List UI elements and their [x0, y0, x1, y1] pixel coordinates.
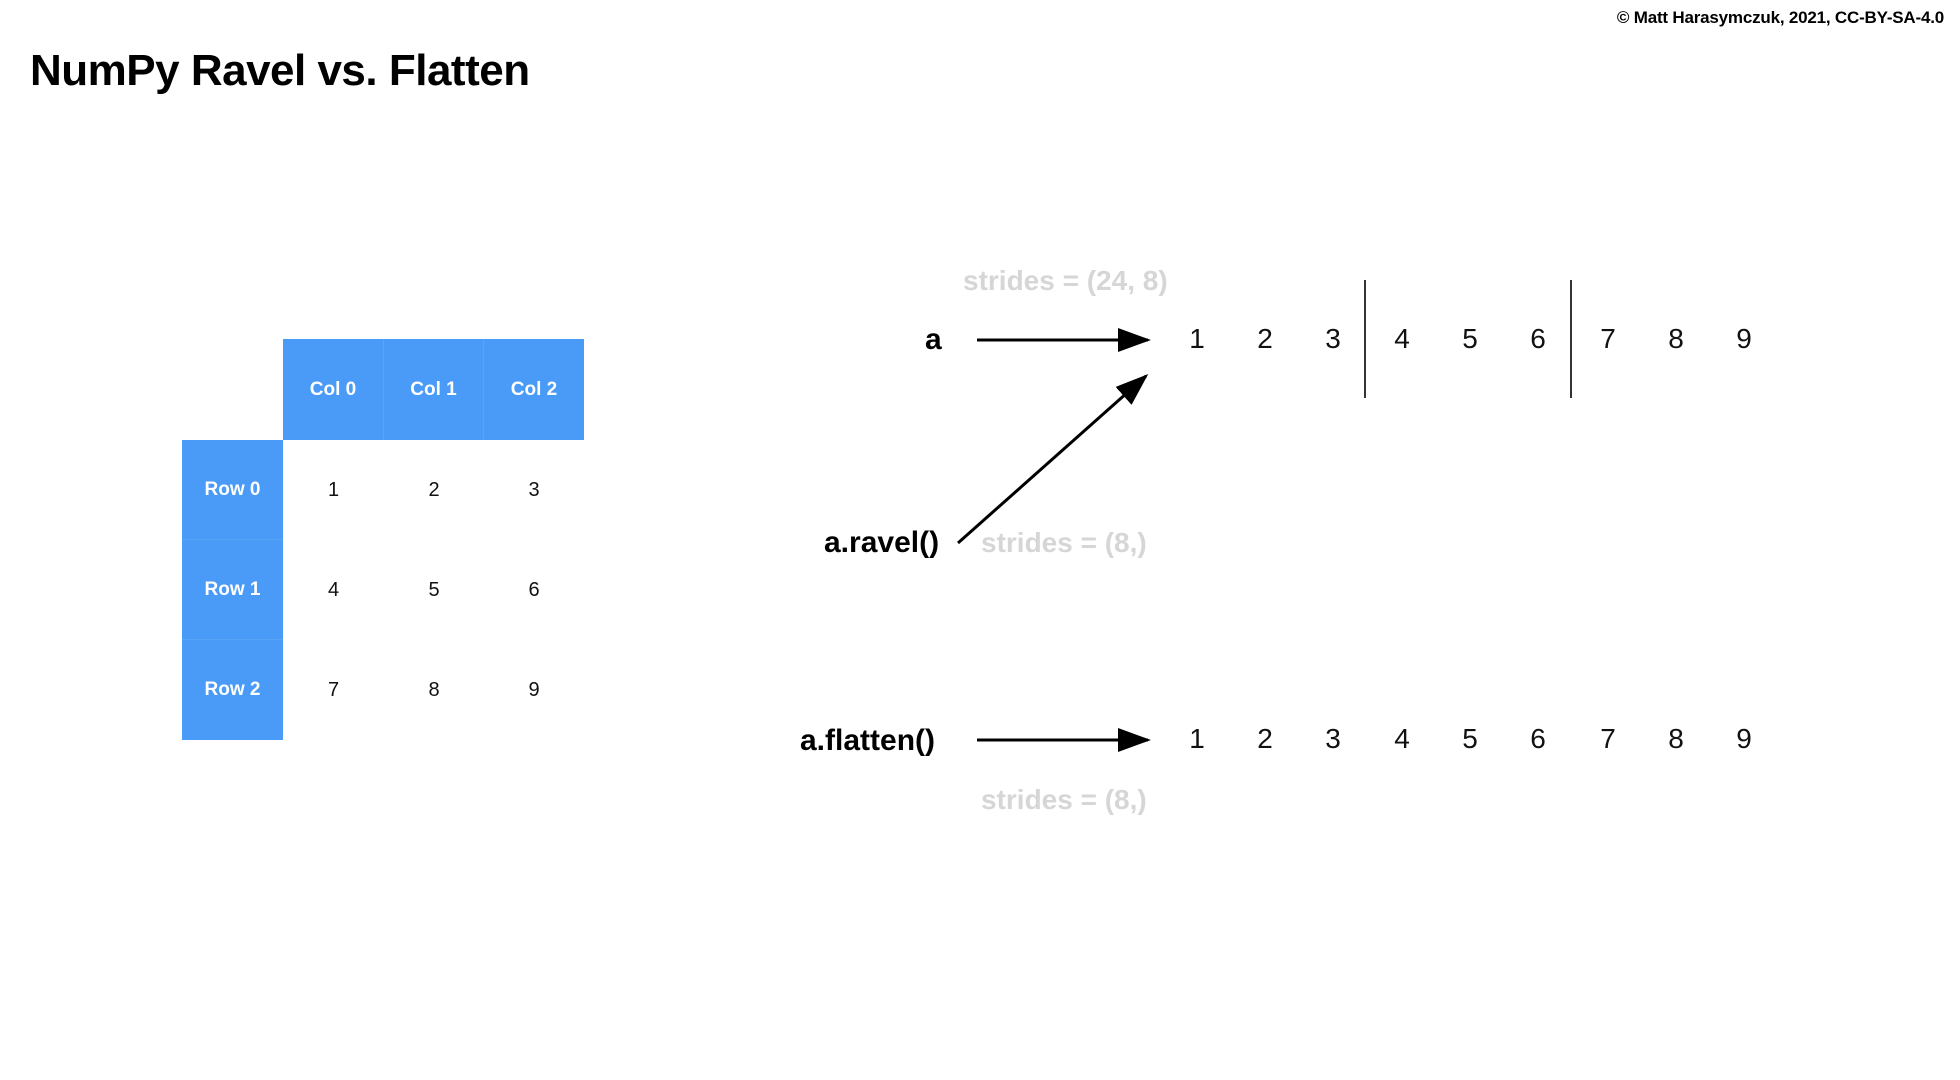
buffer-a-value-1: 2 — [1257, 323, 1273, 354]
arrow-ravel-to-buffer — [957, 374, 1149, 545]
buffer-a-value-7: 8 — [1668, 323, 1684, 354]
table-cell-r1c2: 6 — [484, 540, 584, 640]
column-header-0: Col 0 — [283, 339, 384, 440]
table-cell-r1c1: 5 — [384, 540, 484, 640]
row-divider-2 — [1570, 280, 1572, 398]
page-title: NumPy Ravel vs. Flatten — [30, 46, 530, 95]
buffer-a-value-8: 9 — [1736, 323, 1752, 354]
method-label-flatten: a.flatten() — [800, 724, 935, 757]
buffer-flatten-value-1: 2 — [1257, 723, 1273, 754]
strides-label-original: strides = (24, 8) — [963, 265, 1168, 296]
row-header-1: Row 1 — [182, 540, 283, 640]
buffer-flatten-value-7: 8 — [1668, 723, 1684, 754]
buffer-flatten-value-8: 9 — [1736, 723, 1752, 754]
buffer-flatten-value-3: 4 — [1394, 723, 1410, 754]
buffer-flatten-value-6: 7 — [1600, 723, 1616, 754]
table-cell-r2c0: 7 — [283, 640, 384, 740]
buffer-flatten-value-0: 1 — [1189, 723, 1205, 754]
table-corner-cell — [182, 339, 283, 440]
table-cell-r0c0: 1 — [283, 440, 384, 540]
table-cell-r2c1: 8 — [384, 640, 484, 740]
strides-label-ravel: strides = (8,) — [981, 527, 1147, 558]
buffer-a-value-3: 4 — [1394, 323, 1410, 354]
row-divider-1 — [1364, 280, 1366, 398]
buffer-a-value-2: 3 — [1325, 323, 1341, 354]
table-cell-r0c2: 3 — [484, 440, 584, 540]
buffer-a-value-4: 5 — [1462, 323, 1478, 354]
row-header-2: Row 2 — [182, 640, 283, 740]
table-cell-r2c2: 9 — [484, 640, 584, 740]
buffer-a-value-0: 1 — [1189, 323, 1205, 354]
buffer-flatten-value-2: 3 — [1325, 723, 1341, 754]
column-header-2: Col 2 — [484, 339, 584, 440]
table-cell-r0c1: 2 — [384, 440, 484, 540]
copyright-notice: © Matt Harasymczuk, 2021, CC-BY-SA-4.0 — [1616, 8, 1944, 27]
buffer-flatten-value-4: 5 — [1462, 723, 1478, 754]
strides-label-flatten: strides = (8,) — [981, 784, 1147, 815]
table-cell-r1c0: 4 — [283, 540, 384, 640]
buffer-a-value-5: 6 — [1530, 323, 1546, 354]
column-header-1: Col 1 — [384, 339, 484, 440]
row-header-0: Row 0 — [182, 440, 283, 540]
buffer-a-value-6: 7 — [1600, 323, 1616, 354]
method-label-ravel: a.ravel() — [824, 526, 940, 559]
matrix-table: Col 0 Col 1 Col 2 Row 0 Row 1 Row 2 1 2 … — [182, 339, 584, 740]
buffer-flatten-value-5: 6 — [1530, 723, 1546, 754]
variable-label-a: a — [925, 323, 942, 356]
